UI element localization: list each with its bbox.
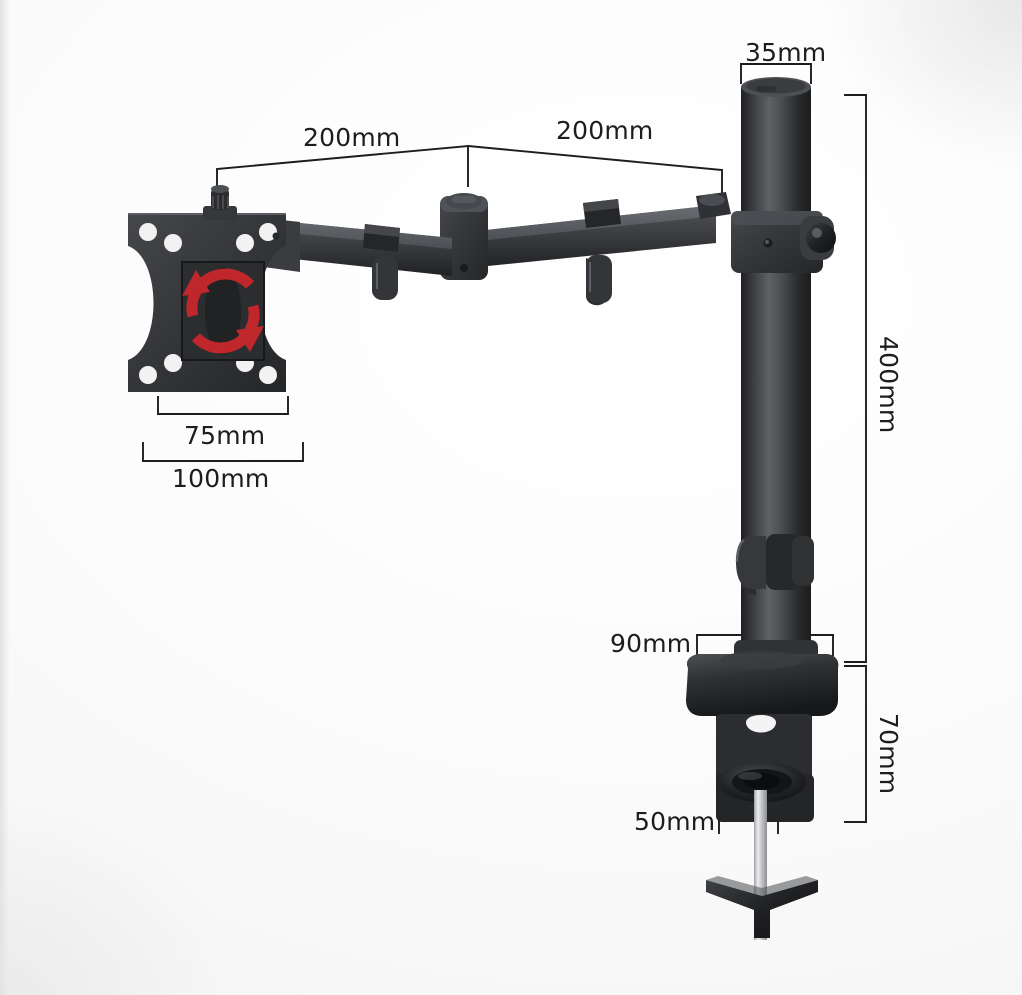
dimension-bracket-35mm [740,63,812,84]
dimension-label-200mm-upper: 200mm [303,123,401,152]
dimension-label-400mm: 400mm [874,336,903,434]
background-corner-shade-bottom-left [0,695,360,995]
pole-arm-collar-joint [731,211,836,273]
desk-clamp-assembly [686,640,839,940]
lower-arm-segment [468,192,731,306]
dimension-label-50mm: 50mm [634,807,716,836]
dimension-bracket-200mm-lower [466,144,723,206]
dimension-label-75mm: 75mm [184,421,266,450]
tilt-adjust-screw [203,185,237,220]
dimension-bracket-100mm [142,442,304,462]
dimension-label-70mm: 70mm [874,713,903,795]
dimension-label-90mm: 90mm [610,629,692,658]
dimension-bracket-75mm [157,396,289,415]
dimension-label-200mm-lower: 200mm [556,116,654,145]
dimension-label-100mm: 100mm [172,464,270,493]
dimension-bracket-200mm-upper [216,144,469,206]
dimension-bracket-70mm [844,665,867,823]
vesa-mount-plate [128,185,300,392]
background-left-edge-strip [0,0,9,995]
dimension-label-35mm: 35mm [745,38,827,67]
pole-cable-clip [735,534,814,596]
rotation-arrowheads-icon [182,270,264,352]
dimension-bracket-400mm [844,94,867,663]
